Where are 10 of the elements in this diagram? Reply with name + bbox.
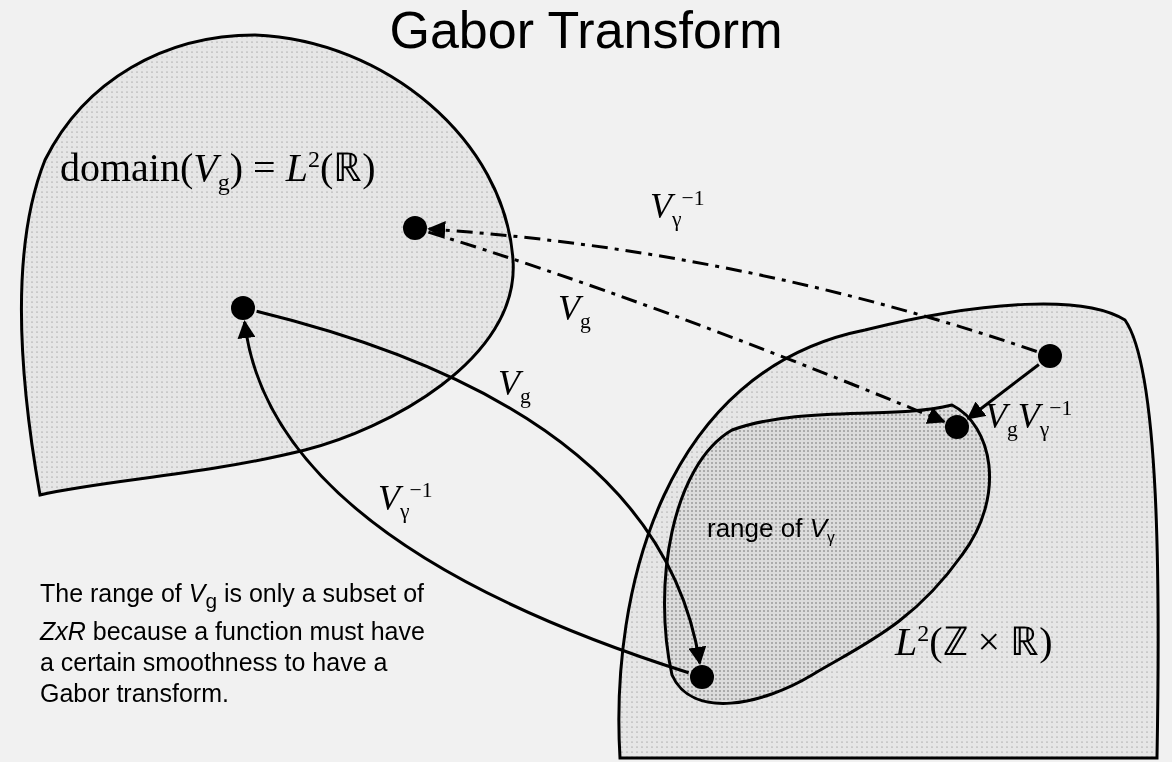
arrow	[966, 363, 1040, 420]
dash-dot-arrow	[427, 221, 1038, 353]
note-text: The range of V$_{g}$ is only a subset of ZxR because a function must have a certain smoothness to have a Gabor transform.	[40, 578, 426, 709]
set-label: range of V$_{γ}$	[707, 513, 835, 548]
title: Gabor Transform	[389, 1, 783, 59]
dash-dot-arrow	[427, 230, 946, 424]
set-label: domain(V$_{g}$) = L$^{2}$(ℝ)	[60, 144, 376, 196]
edge-label: V$_{g}$	[498, 365, 531, 408]
edge-label: V$_{g}$	[558, 290, 591, 333]
set-label: L$^{2}$(ℤ × ℝ)	[895, 618, 1053, 666]
